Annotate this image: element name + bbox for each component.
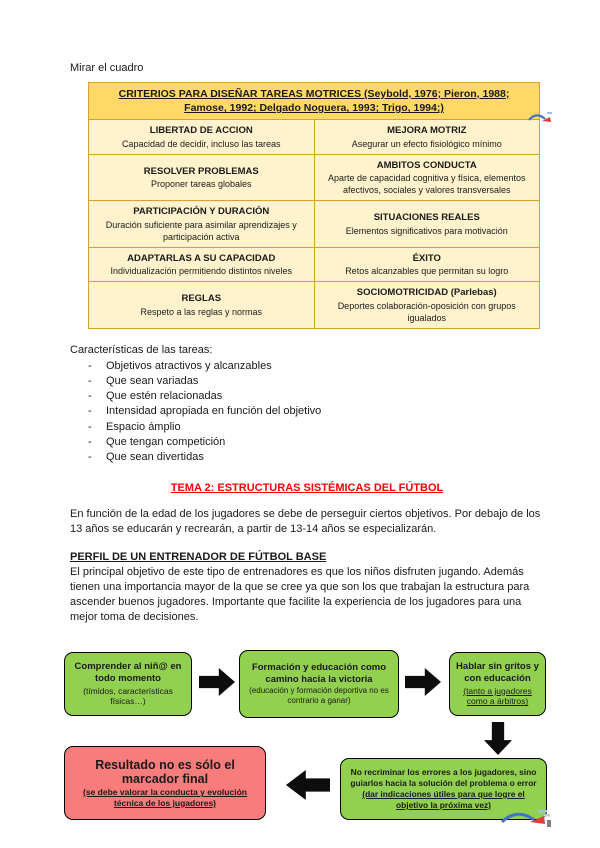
document-content: Mirar el cuadro CRITERIOS PARA DISEÑAR T…: [0, 0, 600, 625]
flow-box-subtext: (educación y formación deportiva no es c…: [249, 686, 389, 706]
table-row: PARTICIPACIÓN Y DURACIÓN Duración sufici…: [88, 200, 540, 248]
table-cell: AMBITOS CONDUCTA Aparte de capacidad cog…: [313, 153, 540, 202]
table-title-cell: CRITERIOS PARA DISEÑAR TAREAS MOTRICES (…: [88, 81, 540, 121]
arrow-left-icon: [286, 770, 330, 800]
flow-box-subtext: (se debe valorar la conducta y evolución…: [83, 787, 247, 808]
flow-box-title: Comprender al niñ@ en todo momento: [74, 661, 182, 684]
list-item: Intensidad apropiada en función del obje…: [70, 404, 544, 419]
list-item: Que tengan competición: [70, 435, 544, 450]
table-row: LIBERTAD DE ACCION Capacidad de decidir,…: [88, 119, 540, 155]
cell-title: SITUACIONES REALES: [373, 212, 480, 224]
flow-box-title: Hablar sin gritos y con educación: [456, 661, 539, 684]
list-item: Que sean divertidas: [70, 450, 544, 465]
table-row: REGLAS Respeto a las reglas y normas SOC…: [88, 281, 540, 329]
cell-title: SOCIOMOTRICIDAD (Parlebas): [356, 287, 497, 299]
cell-desc: Elementos significativos para motivación: [345, 225, 508, 236]
watermark-logo-icon: [528, 112, 552, 122]
flow-box-title: Resultado no es sólo el marcador final: [95, 757, 235, 786]
cell-title: ÉXITO: [412, 252, 441, 264]
table-cell: ADAPTARLAS A SU CAPACIDAD Individualizac…: [88, 246, 315, 283]
cell-desc: Duración suficiente para asimilar aprend…: [105, 219, 297, 242]
flow-box-text: No recriminar los errores a los jugadore…: [350, 767, 537, 789]
table-header-row: CRITERIOS PARA DISEÑAR TAREAS MOTRICES (…: [88, 81, 540, 121]
flow-box-subtext: (tanto a jugadores como a árbitros): [463, 685, 532, 707]
table-cell: ÉXITO Retos alcanzables que permitan su …: [313, 246, 540, 283]
cell-desc: Respeto a las reglas y normas: [140, 306, 263, 317]
cell-desc: Retos alcanzables que permitan su logro: [345, 266, 509, 277]
table-cell: LIBERTAD DE ACCION Capacidad de decidir,…: [88, 119, 315, 155]
table-cell: SOCIOMOTRICIDAD (Parlebas) Deportes cola…: [313, 281, 540, 329]
arrow-right-icon: [199, 668, 235, 696]
table-title: CRITERIOS PARA DISEÑAR TAREAS MOTRICES (…: [118, 88, 510, 115]
perfil-heading: PERFIL DE UN ENTRENADOR DE FÚTBOL BASE: [70, 550, 327, 563]
intro-note: Mirar el cuadro: [70, 62, 144, 74]
table-cell: RESOLVER PROBLEMAS Proponer tareas globa…: [88, 153, 315, 202]
flow-box-no-recriminar: No recriminar los errores a los jugadore…: [340, 758, 547, 820]
cell-desc: Aparte de capacidad cognitiva y física, …: [327, 173, 526, 196]
flow-box-resultado: Resultado no es sólo el marcador final (…: [64, 746, 266, 820]
flow-box-comprender: Comprender al niñ@ en todo momento (tími…: [64, 652, 192, 716]
tema2-heading: TEMA 2: ESTRUCTURAS SISTÉMICAS DEL FÚTBO…: [170, 482, 444, 495]
flow-box-title: Formación y educación como camino hacia …: [251, 661, 387, 685]
cell-desc: Proponer tareas globales: [150, 179, 252, 190]
cell-desc: Deportes colaboración-oposición con grup…: [337, 300, 516, 323]
cell-title: RESOLVER PROBLEMAS: [143, 165, 259, 177]
table-row: RESOLVER PROBLEMAS Proponer tareas globa…: [88, 153, 540, 202]
arrow-down-icon: [484, 722, 512, 755]
cell-title: REGLAS: [181, 293, 222, 305]
arrow-right-icon: [405, 668, 441, 696]
perfil-paragraph: El principal objetivo de este tipo de en…: [70, 565, 530, 624]
cell-desc: Individualización permitiendo distintos …: [110, 266, 293, 277]
characteristics-heading: Características de las tareas:: [70, 343, 213, 356]
table-cell: PARTICIPACIÓN Y DURACIÓN Duración sufici…: [88, 200, 315, 248]
flow-box-hablar: Hablar sin gritos y con educación (tanto…: [449, 652, 546, 716]
table-cell: MEJORA MOTRIZ Asegurar un efecto fisioló…: [313, 119, 540, 155]
flow-box-subtext: (tímidos, características físicas…): [83, 685, 173, 707]
table-row: ADAPTARLAS A SU CAPACIDAD Individualizac…: [88, 246, 540, 283]
table-cell: REGLAS Respeto a las reglas y normas: [88, 281, 315, 329]
criteria-table: CRITERIOS PARA DISEÑAR TAREAS MOTRICES (…: [88, 81, 540, 329]
tema2-intro-paragraph: En función de la edad de los jugadores s…: [70, 508, 541, 536]
cell-title: LIBERTAD DE ACCION: [149, 125, 253, 137]
cell-desc: Asegurar un efecto fisiológico mínimo: [351, 138, 502, 149]
list-item: Que sean variadas: [70, 374, 544, 389]
cell-title: ADAPTARLAS A SU CAPACIDAD: [127, 252, 276, 264]
flow-box-subtext: (dar indicaciones útiles para que logre …: [362, 789, 525, 810]
table-cell: SITUACIONES REALES Elementos significati…: [313, 200, 540, 248]
list-item: Que estén relacionadas: [70, 389, 544, 404]
list-item: Espacio ámplio: [70, 420, 544, 435]
characteristics-list: Objetivos atractivos y alcanzables Que s…: [70, 359, 544, 465]
cell-title: MEJORA MOTRIZ: [387, 125, 467, 137]
cell-title: AMBITOS CONDUCTA: [376, 159, 477, 171]
cell-desc: Capacidad de decidir, incluso las tareas: [121, 138, 281, 149]
list-item: Objetivos atractivos y alcanzables: [70, 359, 544, 374]
footer-logo-icon: [500, 810, 551, 827]
flow-box-formacion: Formación y educación como camino hacia …: [239, 650, 399, 718]
cell-title: PARTICIPACIÓN Y DURACIÓN: [133, 206, 270, 218]
